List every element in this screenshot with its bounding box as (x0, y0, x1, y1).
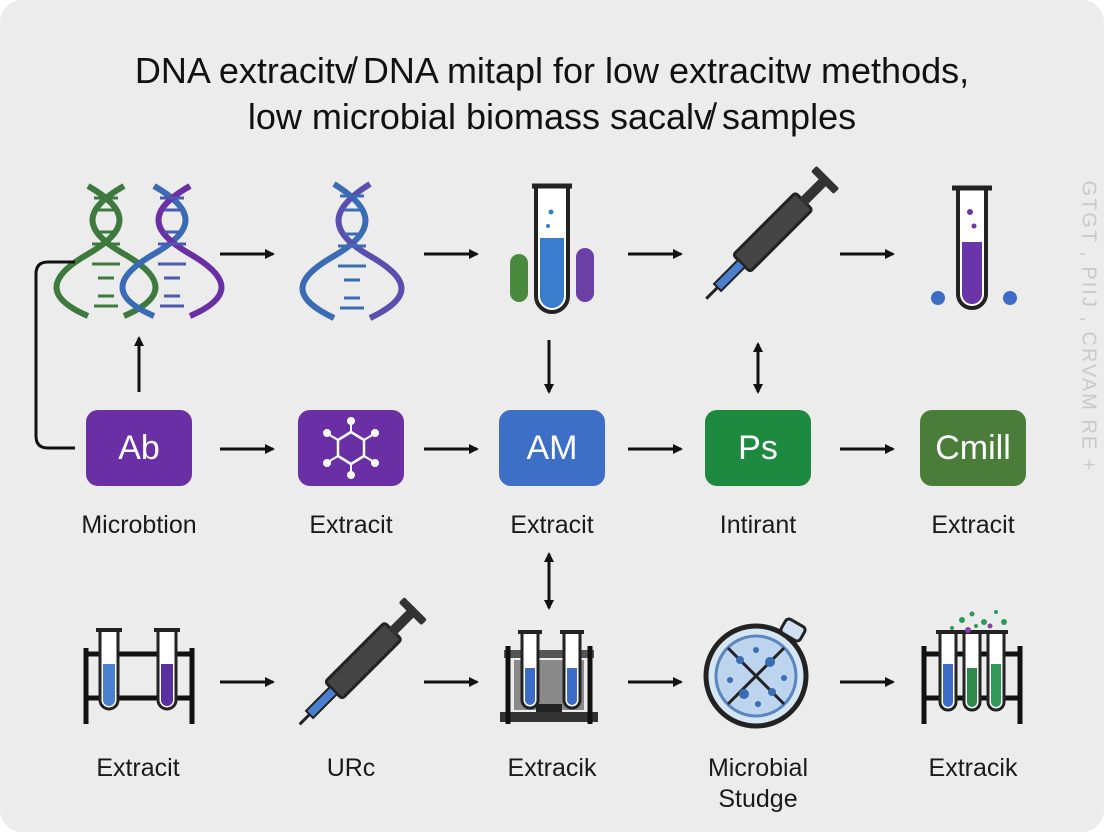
molecule-icon (323, 417, 379, 479)
syringe-icon (298, 597, 427, 726)
tube-rack-icon (500, 630, 598, 724)
tube-rack-icon (921, 610, 1023, 724)
box-am: AM (499, 410, 605, 486)
syringe-icon (705, 166, 839, 300)
label-extracit-2: Extracit (510, 511, 594, 539)
label-intirant: Intirant (719, 511, 797, 539)
box-ps: Ps (705, 410, 811, 486)
loop-bracket (34, 260, 75, 450)
box-molecule (298, 410, 404, 486)
tube-rack-icon (83, 628, 195, 724)
label-extracik-2: Extracik (928, 754, 1018, 782)
box-cmill: Cmill (920, 410, 1026, 486)
label-extracik-1: Extracik (507, 754, 597, 782)
test-tubes-icon (510, 183, 594, 314)
label-microbial-studge: Microbial Studge (707, 754, 809, 813)
label-microbtion: Microbtion (81, 511, 197, 539)
test-tube-icon (931, 185, 1017, 310)
title-line-2: low microbial biomass sacalv̸ samples (247, 96, 857, 137)
label-extracit-1: Extracit (309, 511, 393, 539)
petri-dish-icon (703, 617, 809, 729)
dna-helix-icon (299, 181, 405, 321)
label-extracit-3: Extracit (931, 511, 1015, 539)
title-line-1: DNA extracitv̸ DNA mitapl for low extrac… (134, 50, 970, 91)
label-extracit-4: Extracit (96, 754, 180, 782)
box-ab: Ab (86, 410, 192, 486)
label-urc: URc (326, 754, 376, 782)
dna-double-helix-icon (53, 183, 225, 319)
